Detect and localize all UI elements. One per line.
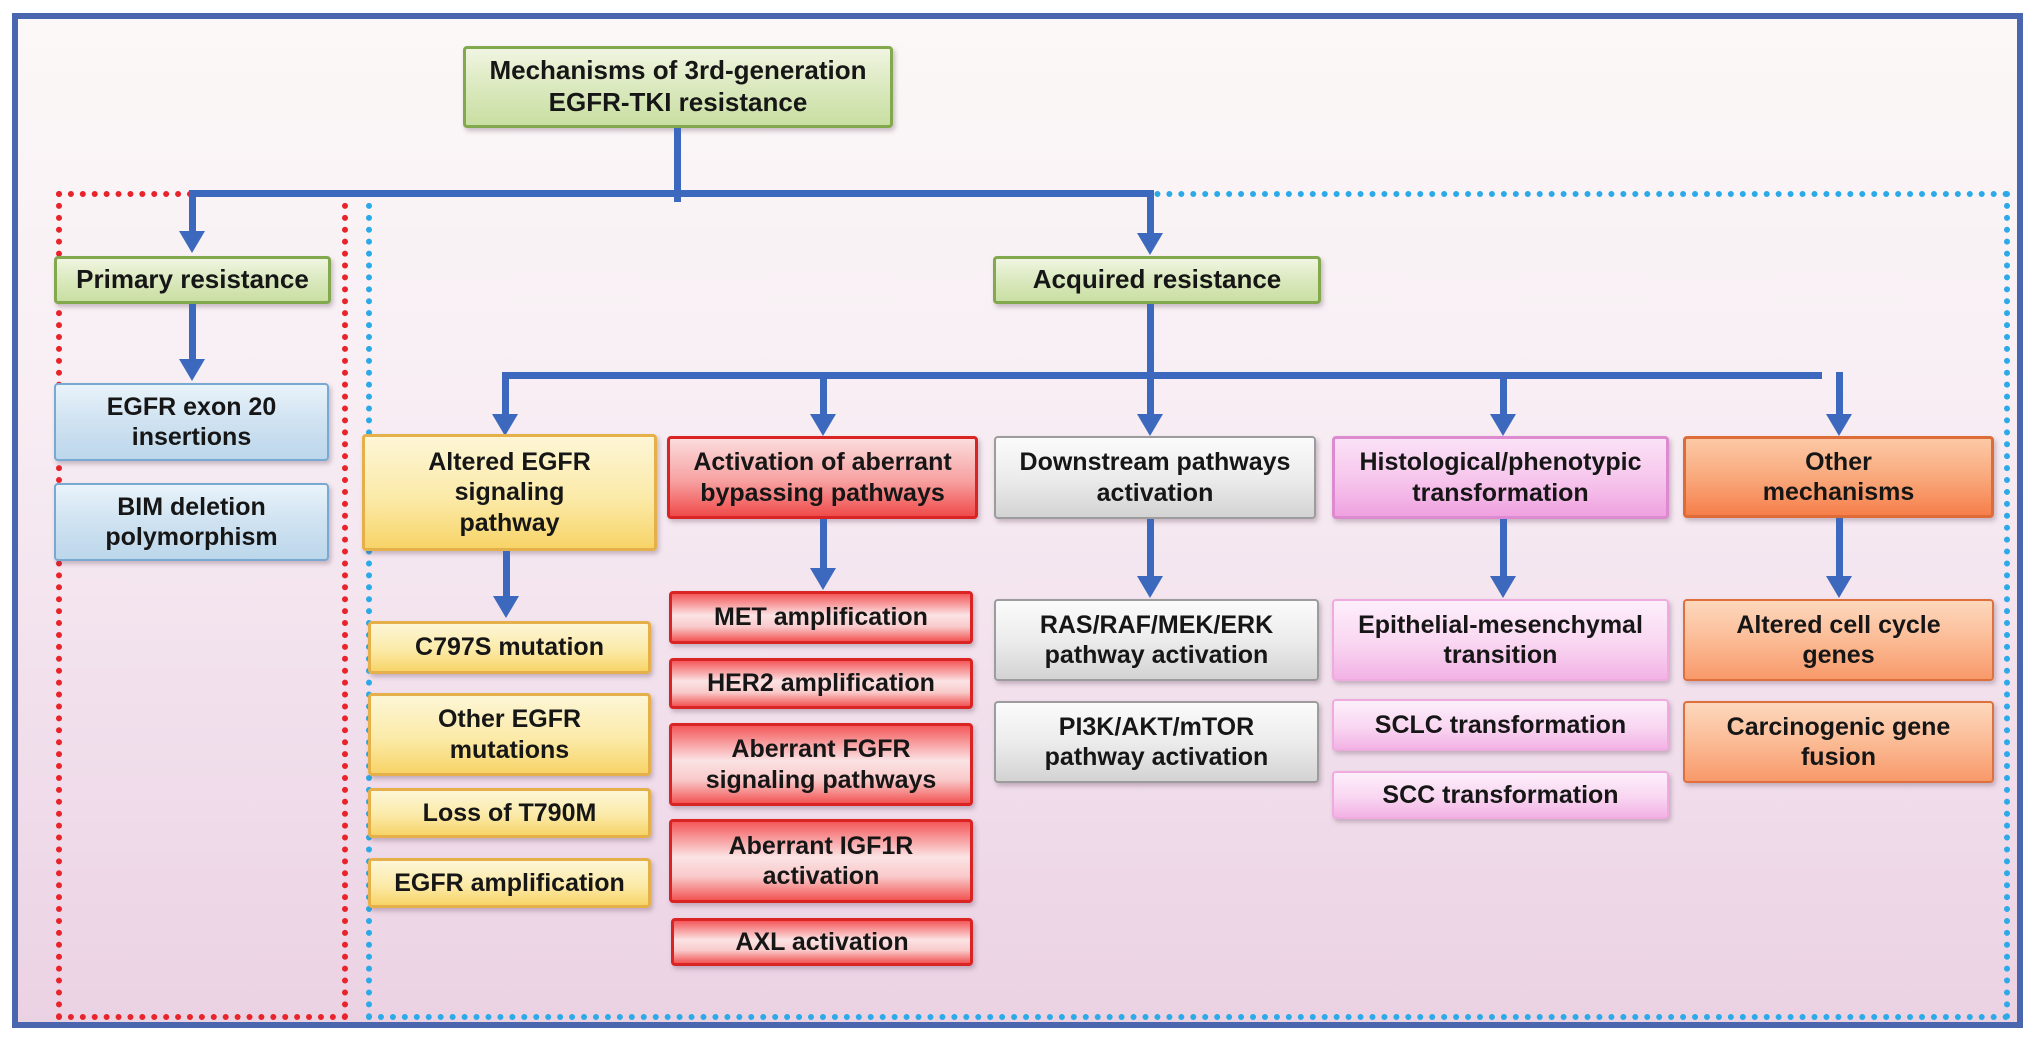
arrowhead-branch-5 [1826,414,1852,436]
arrowhead-primary-down [179,359,205,381]
connector-branch-1 [502,372,509,414]
child-box-axl-activation: AXL activation [671,918,973,966]
connector-col4-down [1500,519,1507,576]
child-box-c797s: C797S mutation [368,621,651,674]
arrowhead-col4-down [1490,576,1516,598]
connector-acquired-down [1147,304,1154,376]
connector-trunk-horizontal [189,190,1154,197]
connector-acquired-elbow [1147,190,1154,234]
child-box-scc-transformation: SCC transformation [1332,771,1669,819]
connector-distribution-horizontal [502,372,1822,379]
child-box-loss-t790m: Loss of T790M [368,788,651,838]
child-box-altered-cell-cycle: Altered cell cycle genes [1683,599,1994,681]
arrowhead-col1-down [493,596,519,618]
arrowhead-branch-2 [810,414,836,436]
connector-col2-down [820,519,827,568]
acquired-resistance-zone [366,191,2010,1020]
child-box-egfr-amplification: EGFR amplification [368,858,651,908]
child-box-ras-raf-mek-erk: RAS/RAF/MEK/ERK pathway activation [994,599,1319,681]
child-box-her2-amplification: HER2 amplification [669,658,973,709]
connector-branch-4 [1500,372,1507,414]
child-box-aberrant-fgfr: Aberrant FGFR signaling pathways [669,723,973,806]
connector-primary-down [189,304,196,359]
connector-col5-down [1836,518,1843,576]
arrowhead-col2-down [810,568,836,590]
connector-branch-2 [820,372,827,414]
arrowhead-branch-1 [492,414,518,436]
branch-header-other-mechanisms: Other mechanisms [1683,436,1994,518]
connector-branch-3 [1147,372,1154,414]
branch-header-downstream-pathways: Downstream pathways activation [994,436,1316,519]
arrowhead-acquired-elbow [1137,233,1163,255]
arrowhead-branch-4 [1490,414,1516,436]
child-box-met-amplification: MET amplification [669,591,973,644]
outer-frame: Mechanisms of 3rd-generation EGFR-TKI re… [12,13,2023,1028]
title-box: Mechanisms of 3rd-generation EGFR-TKI re… [463,46,893,128]
child-box-other-egfr-mutations: Other EGFR mutations [368,693,651,776]
branch-header-histological-transformation: Histological/phenotypic transformation [1332,436,1669,519]
primary-child-box: BIM deletion polymorphism [54,483,329,561]
child-box-carcinogenic-fusion: Carcinogenic gene fusion [1683,701,1994,783]
branch-header-altered-egfr: Altered EGFR signaling pathway [362,434,657,551]
child-box-emt: Epithelial-mesenchymal transition [1332,599,1669,681]
connector-col3-down [1147,519,1154,576]
acquired-resistance-box: Acquired resistance [993,256,1321,304]
connector-col1-down [503,551,510,596]
arrowhead-primary-elbow [179,231,205,253]
primary-child-box: EGFR exon 20 insertions [54,383,329,461]
branch-header-bypassing-pathways: Activation of aberrant bypassing pathway… [667,436,978,519]
primary-resistance-zone [56,191,348,1020]
connector-primary-elbow [189,190,196,232]
arrowhead-col3-down [1137,576,1163,598]
arrowhead-col5-down [1826,576,1852,598]
arrowhead-branch-3 [1137,414,1163,436]
child-box-pi3k-akt-mtor: PI3K/AKT/mTOR pathway activation [994,701,1319,783]
primary-resistance-box: Primary resistance [54,256,331,304]
child-box-sclc-transformation: SCLC transformation [1332,699,1669,751]
child-box-aberrant-igf1r: Aberrant IGF1R activation [669,819,973,903]
connector-title-down [674,128,681,202]
connector-branch-5 [1836,372,1843,414]
